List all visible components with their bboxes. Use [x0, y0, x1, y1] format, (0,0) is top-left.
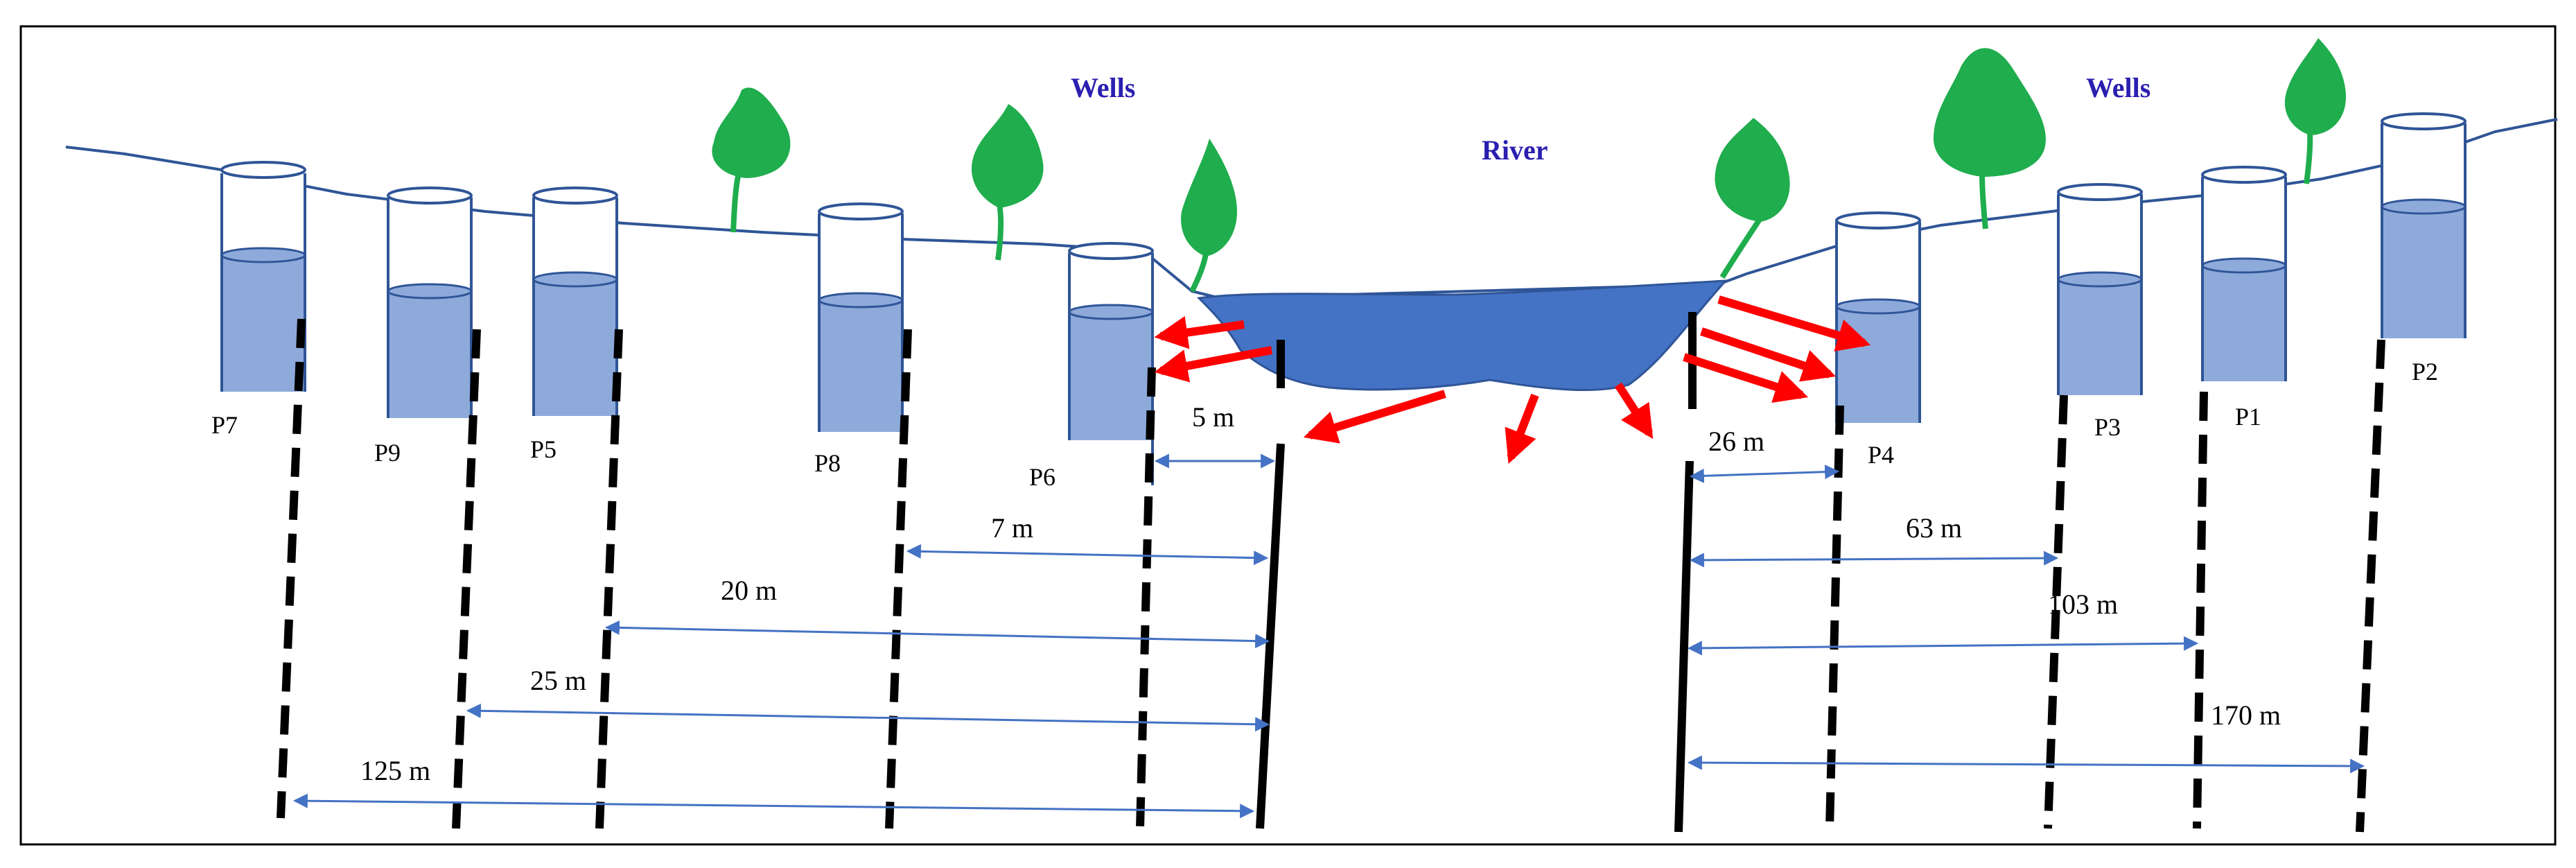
distance-label-103m: 103 m	[2048, 589, 2118, 620]
dimension-labels: 5 m 7 m 20 m 25 m 125 m 26 m 63 m 103 m …	[360, 401, 2281, 786]
distance-label-5m: 5 m	[1192, 401, 1234, 433]
flow-arrow-4	[1505, 393, 1539, 464]
well-label-p3: P3	[2094, 413, 2121, 441]
flow-arrows	[1154, 295, 1871, 464]
well-label-p8: P8	[814, 449, 841, 477]
well-p6: P6	[1029, 242, 1154, 491]
dimension-arrow-20m	[604, 620, 1270, 649]
solid-line-right-bank	[1674, 460, 1694, 833]
distance-label-7m: 7 m	[991, 512, 1033, 544]
dashed-line-p2	[2356, 339, 2385, 833]
dashed-line-p1	[2193, 391, 2208, 829]
plant-2-icon	[971, 104, 1044, 261]
flow-arrow-2	[1154, 346, 1273, 383]
well-p9: P9	[374, 186, 473, 467]
plant-6-icon	[2284, 38, 2346, 184]
dimension-arrow-170m	[1687, 755, 2365, 774]
flow-arrow-7	[1700, 327, 1837, 382]
well-label-p2: P2	[2412, 358, 2438, 385]
distance-label-63m: 63 m	[1906, 512, 1962, 544]
plant-5-icon	[1934, 48, 2046, 229]
well-label-p9: P9	[374, 439, 401, 467]
dimension-arrows	[292, 453, 2365, 819]
diagram-border	[19, 25, 2557, 846]
dimension-arrow-26m	[1689, 465, 1840, 483]
flow-arrow-8	[1683, 353, 1809, 403]
distance-label-20m: 20 m	[721, 575, 777, 606]
well-p7: P7	[211, 161, 306, 439]
distance-label-25m: 25 m	[530, 665, 586, 696]
solid-line-left-bank	[1256, 443, 1285, 829]
dimension-arrow-25m	[466, 703, 1270, 732]
plant-1-icon	[712, 87, 791, 233]
well-p2: P2	[2381, 112, 2467, 385]
distance-label-26m: 26 m	[1708, 426, 1764, 457]
dashed-line-p4	[1825, 405, 1844, 829]
flow-arrow-6	[1717, 295, 1871, 351]
dimension-arrow-63m	[1689, 550, 2059, 568]
well-label-p1: P1	[2235, 403, 2261, 431]
plants	[712, 38, 2346, 293]
dimension-arrow-7m	[906, 544, 1269, 566]
wells: P7 P9 P5 P8	[211, 112, 2467, 491]
wells-label-right: Wells	[2086, 72, 2150, 103]
dimension-arrow-125m	[292, 793, 1255, 819]
river-label: River	[1482, 134, 1548, 166]
well-p3: P3	[2057, 183, 2143, 441]
flow-arrow-1	[1154, 315, 1245, 349]
well-p1: P1	[2201, 166, 2287, 431]
plant-4-icon	[1715, 118, 1790, 279]
dashed-line-p7	[277, 318, 306, 819]
well-p8: P8	[814, 202, 904, 477]
dashed-line-p6	[1136, 367, 1156, 829]
plant-3-icon	[1181, 139, 1237, 293]
distance-label-125m: 125 m	[360, 755, 430, 786]
distance-label-170m: 170 m	[2211, 700, 2281, 731]
well-label-p5: P5	[530, 435, 557, 463]
dimension-arrow-103m	[1687, 636, 2199, 656]
well-label-p7: P7	[211, 411, 238, 439]
well-p5: P5	[530, 186, 618, 463]
well-label-p4: P4	[1868, 441, 1894, 469]
flow-arrow-5	[1614, 382, 1654, 440]
wells-label-left: Wells	[1071, 72, 1135, 103]
flow-arrow-3	[1303, 390, 1446, 444]
well-label-p6: P6	[1029, 463, 1055, 491]
